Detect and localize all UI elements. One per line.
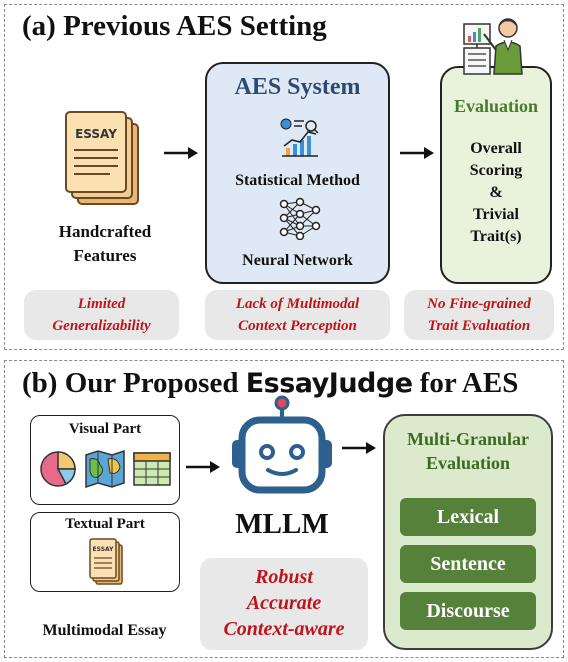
evaluation-title: Evaluation [453, 96, 539, 116]
evaluation-box [440, 66, 552, 284]
panel-a-title: (a) Previous AES Setting [22, 10, 327, 42]
statistical-method-label: Statistical Method [235, 172, 360, 189]
neural-network-icon [279, 197, 321, 240]
multimodal-essay-label: Multimodal Essay [42, 622, 167, 639]
textual-part-label: Textual Part [65, 516, 145, 532]
limitation-multimodal-context: Lack of Multimodal Context Perception [205, 290, 390, 340]
panel-proposed-essayjudge [4, 360, 564, 658]
panel-b-title: (b) Our Proposed EssayJudge for AES [22, 367, 519, 399]
arrow-icon [342, 442, 376, 454]
multi-granular-title: Multi-Granular Evaluation [407, 429, 529, 473]
neural-network-label: Neural Network [242, 252, 353, 269]
map-icon [85, 449, 125, 489]
limitation-fine-grained: No Fine-grained Trait Evaluation [404, 290, 554, 340]
arrow-icon [164, 147, 198, 159]
essay-doc-label-small: ESSAY [93, 546, 115, 553]
limitation-generalizability: Limited Generalizability [24, 290, 179, 340]
evaluation-description: Overall Scoring & Trivial Trait(s) [469, 140, 523, 245]
aes-system-box [205, 62, 390, 284]
essay-document-icon: ESSAY [65, 111, 139, 205]
panel-previous-aes [4, 4, 564, 350]
arrow-icon [400, 147, 434, 159]
table-icon [133, 452, 171, 486]
pie-chart-icon [40, 451, 76, 487]
granularity-sentence: Sentence [400, 545, 536, 583]
visual-part-label: Visual Part [68, 421, 142, 437]
aes-system-title: AES System [234, 74, 361, 100]
arrow-icon [186, 461, 220, 473]
essay-doc-label: ESSAY [75, 127, 117, 141]
mllm-label: MLLM [235, 508, 329, 540]
robot-icon [232, 395, 332, 494]
handcrafted-features-label: Handcrafted Features [58, 222, 152, 265]
essay-document-icon: ESSAY [89, 538, 123, 585]
teacher-board-icon [463, 18, 523, 75]
granularity-discourse: Discourse [400, 592, 536, 630]
statistics-chart-icon [280, 118, 319, 157]
strengths-box: Robust Accurate Context-aware [200, 558, 368, 650]
granularity-lexical: Lexical [400, 498, 536, 536]
